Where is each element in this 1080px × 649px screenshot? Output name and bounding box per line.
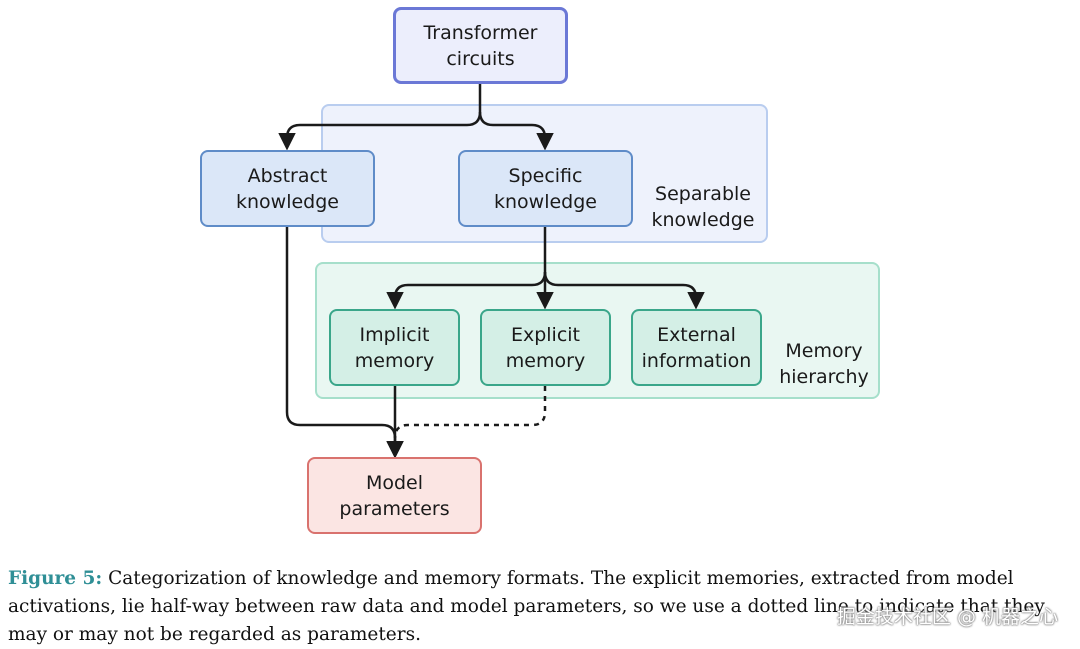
external-information-label: External information [641,323,752,372]
abstract-knowledge-label: Abstract knowledge [236,164,339,213]
explicit-memory-label: Explicit memory [505,323,586,372]
figure-caption: Figure 5: Categorization of knowledge an… [8,565,1072,649]
figure-label: Figure 5: [8,568,103,589]
external-information-node: External information [631,309,762,386]
dotted-explicit-to-model [393,386,547,439]
knowledge-memory-diagram: Separable knowledge Memory hierarchy Tr [200,7,880,534]
separable-knowledge-label: Separable knowledge [651,183,755,231]
specific-knowledge-label: Specific knowledge [494,164,597,213]
arrow-specific-to-external [543,271,705,310]
arrow-transformer-to-specific [478,111,554,151]
implicit-memory-node: Implicit memory [329,309,460,386]
caption-text: Categorization of knowledge and memory f… [8,568,1045,645]
implicit-memory-label: Implicit memory [354,323,435,372]
memory-hierarchy-label: Memory hierarchy [779,340,869,388]
specific-knowledge-node: Specific knowledge [458,150,633,227]
watermark: 掘金技术社区 @ 机器之心 [836,606,1058,628]
model-parameters-node: Model parameters [307,457,482,534]
model-parameters-label: Model parameters [339,471,450,520]
explicit-memory-node: Explicit memory [480,309,611,386]
arrow-transformer-to-abstract [278,84,482,151]
arrow-specific-to-implicit [386,271,547,310]
transformer-circuits-node: Transformer circuits [393,7,568,84]
connector-arrows [278,84,705,459]
transformer-circuits-label: Transformer circuits [423,21,538,70]
abstract-knowledge-node: Abstract knowledge [200,150,375,227]
